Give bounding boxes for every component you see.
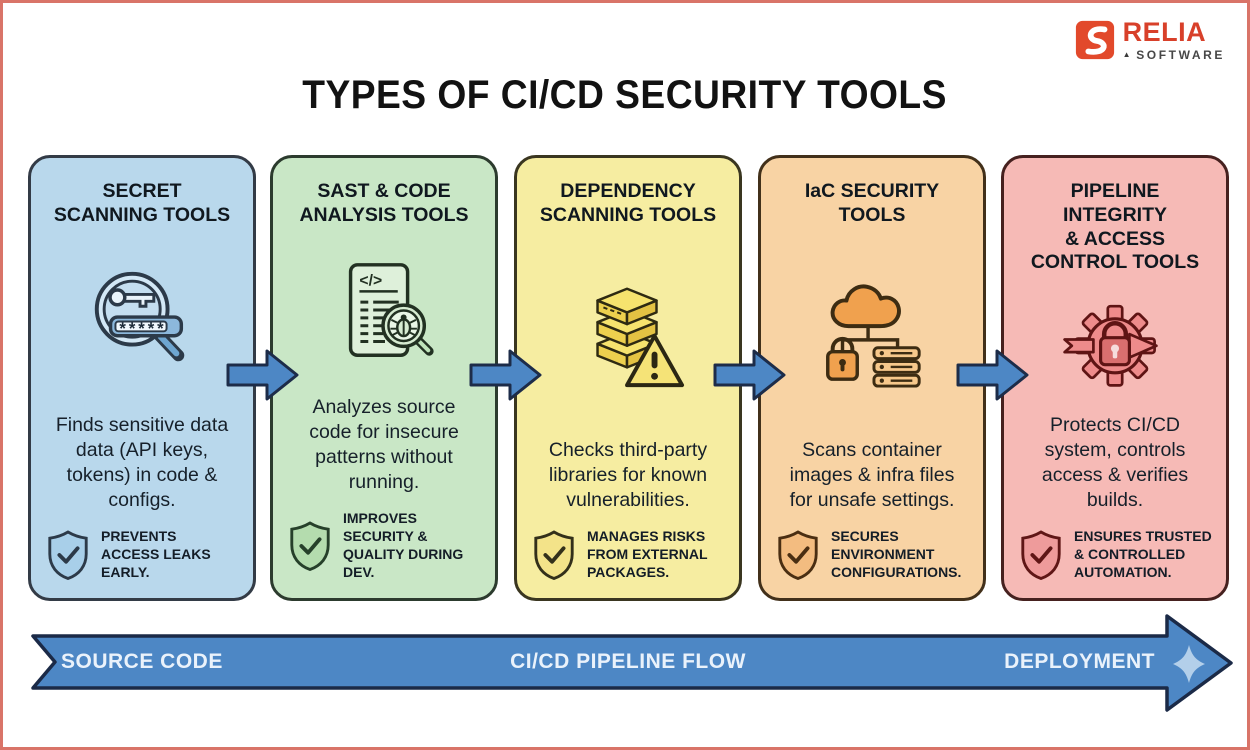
sparkle-icon bbox=[1173, 645, 1205, 683]
shield-check-icon bbox=[534, 530, 574, 581]
pipeline-flow-arrow bbox=[31, 614, 1233, 712]
card-description: Analyzes source code for insecure patter… bbox=[309, 396, 459, 493]
card-description: Protects CI/CD system, controls access &… bbox=[1041, 414, 1189, 511]
badge-text: PREVENTS ACCESS LEAKS EARLY. bbox=[101, 528, 211, 581]
card-dependency-scanning-tools: DEPENDENCY SCANNING TOOLS bbox=[514, 155, 742, 601]
brand-subtitle: SOFTWARE bbox=[1136, 48, 1225, 62]
badge-text: SECURES ENVIRONMENT CONFIGURATIONS. bbox=[831, 528, 962, 581]
badge-text: IMPROVES SECURITY & QUALITY DURING DEV. bbox=[343, 510, 464, 581]
card-description: Checks third-party libraries for known v… bbox=[548, 439, 708, 511]
right-arrow-icon bbox=[226, 349, 299, 401]
card-badge: ENSURES TRUSTED & CONTROLLED AUTOMATION. bbox=[1018, 528, 1212, 582]
right-arrow-icon bbox=[956, 349, 1029, 401]
card-title: SECRET SCANNING TOOLS bbox=[53, 180, 231, 226]
right-arrow-icon bbox=[469, 349, 542, 401]
relia-logo-icon bbox=[1075, 20, 1114, 60]
svg-text:*****: ***** bbox=[119, 320, 166, 339]
card-description: Scans container images & infra files for… bbox=[789, 439, 955, 511]
flow-label-source-code: SOURCE CODE bbox=[61, 650, 223, 673]
card-badge: SECURES ENVIRONMENT CONFIGURATIONS. bbox=[775, 528, 961, 582]
brand-name: RELIA bbox=[1122, 17, 1207, 47]
card-title: IaC SECURITY TOOLS bbox=[804, 180, 940, 226]
brand-logo: RELIA ▲SOFTWARE bbox=[1074, 19, 1225, 61]
card-badge: MANAGES RISKS FROM EXTERNAL PACKAGES. bbox=[531, 528, 708, 582]
card-badge: PREVENTS ACCESS LEAKS EARLY. bbox=[45, 528, 211, 582]
magnifier-key-password-icon: ***** bbox=[94, 272, 185, 362]
shield-check-icon bbox=[778, 530, 818, 581]
package-stack-warning-icon bbox=[596, 287, 685, 387]
shield-check-icon bbox=[48, 530, 88, 581]
card-title: PIPELINE INTEGRITY & ACCESS CONTROL TOOL… bbox=[1030, 180, 1200, 274]
card-sast-code-analysis-tools: SAST & CODE ANALYSIS TOOLS </> Analyzes … bbox=[270, 155, 498, 601]
card-iac-security-tools: IaC SECURITY TOOLS Scans cont bbox=[758, 155, 986, 601]
code-document-bug-magnifier-icon: </> bbox=[348, 263, 434, 358]
flow-label-deployment: DEPLOYMENT bbox=[1004, 650, 1155, 673]
right-arrow-icon bbox=[713, 349, 786, 401]
card-badge: IMPROVES SECURITY & QUALITY DURING DEV. bbox=[287, 510, 463, 582]
shield-check-icon bbox=[290, 521, 330, 572]
card-title: SAST & CODE ANALYSIS TOOLS bbox=[299, 180, 469, 226]
flow-label-pipeline-flow: CI/CD PIPELINE FLOW bbox=[510, 650, 746, 673]
badge-text: MANAGES RISKS FROM EXTERNAL PACKAGES. bbox=[587, 528, 708, 581]
triangle-icon: ▲ bbox=[1122, 50, 1134, 59]
shield-check-icon bbox=[1021, 530, 1061, 581]
badge-text: ENSURES TRUSTED & CONTROLLED AUTOMATION. bbox=[1074, 528, 1212, 581]
card-title: DEPENDENCY SCANNING TOOLS bbox=[539, 180, 717, 226]
card-description: Finds sensitive data data (API keys, tok… bbox=[55, 414, 229, 511]
svg-text:</>: </> bbox=[359, 273, 382, 290]
brand-subtitle-row: ▲SOFTWARE bbox=[1123, 49, 1225, 61]
cloud-lock-server-icon bbox=[826, 284, 921, 388]
page-title: TYPES OF CI/CD SECURITY TOOLS bbox=[302, 73, 948, 117]
card-secret-scanning-tools: SECRET SCANNING TOOLS ***** Finds sensit… bbox=[28, 155, 256, 601]
gear-lock-arrow-icon bbox=[1063, 305, 1158, 387]
card-pipeline-integrity-access-control-tools: PIPELINE INTEGRITY & ACCESS CONTROL TOOL… bbox=[1001, 155, 1229, 601]
